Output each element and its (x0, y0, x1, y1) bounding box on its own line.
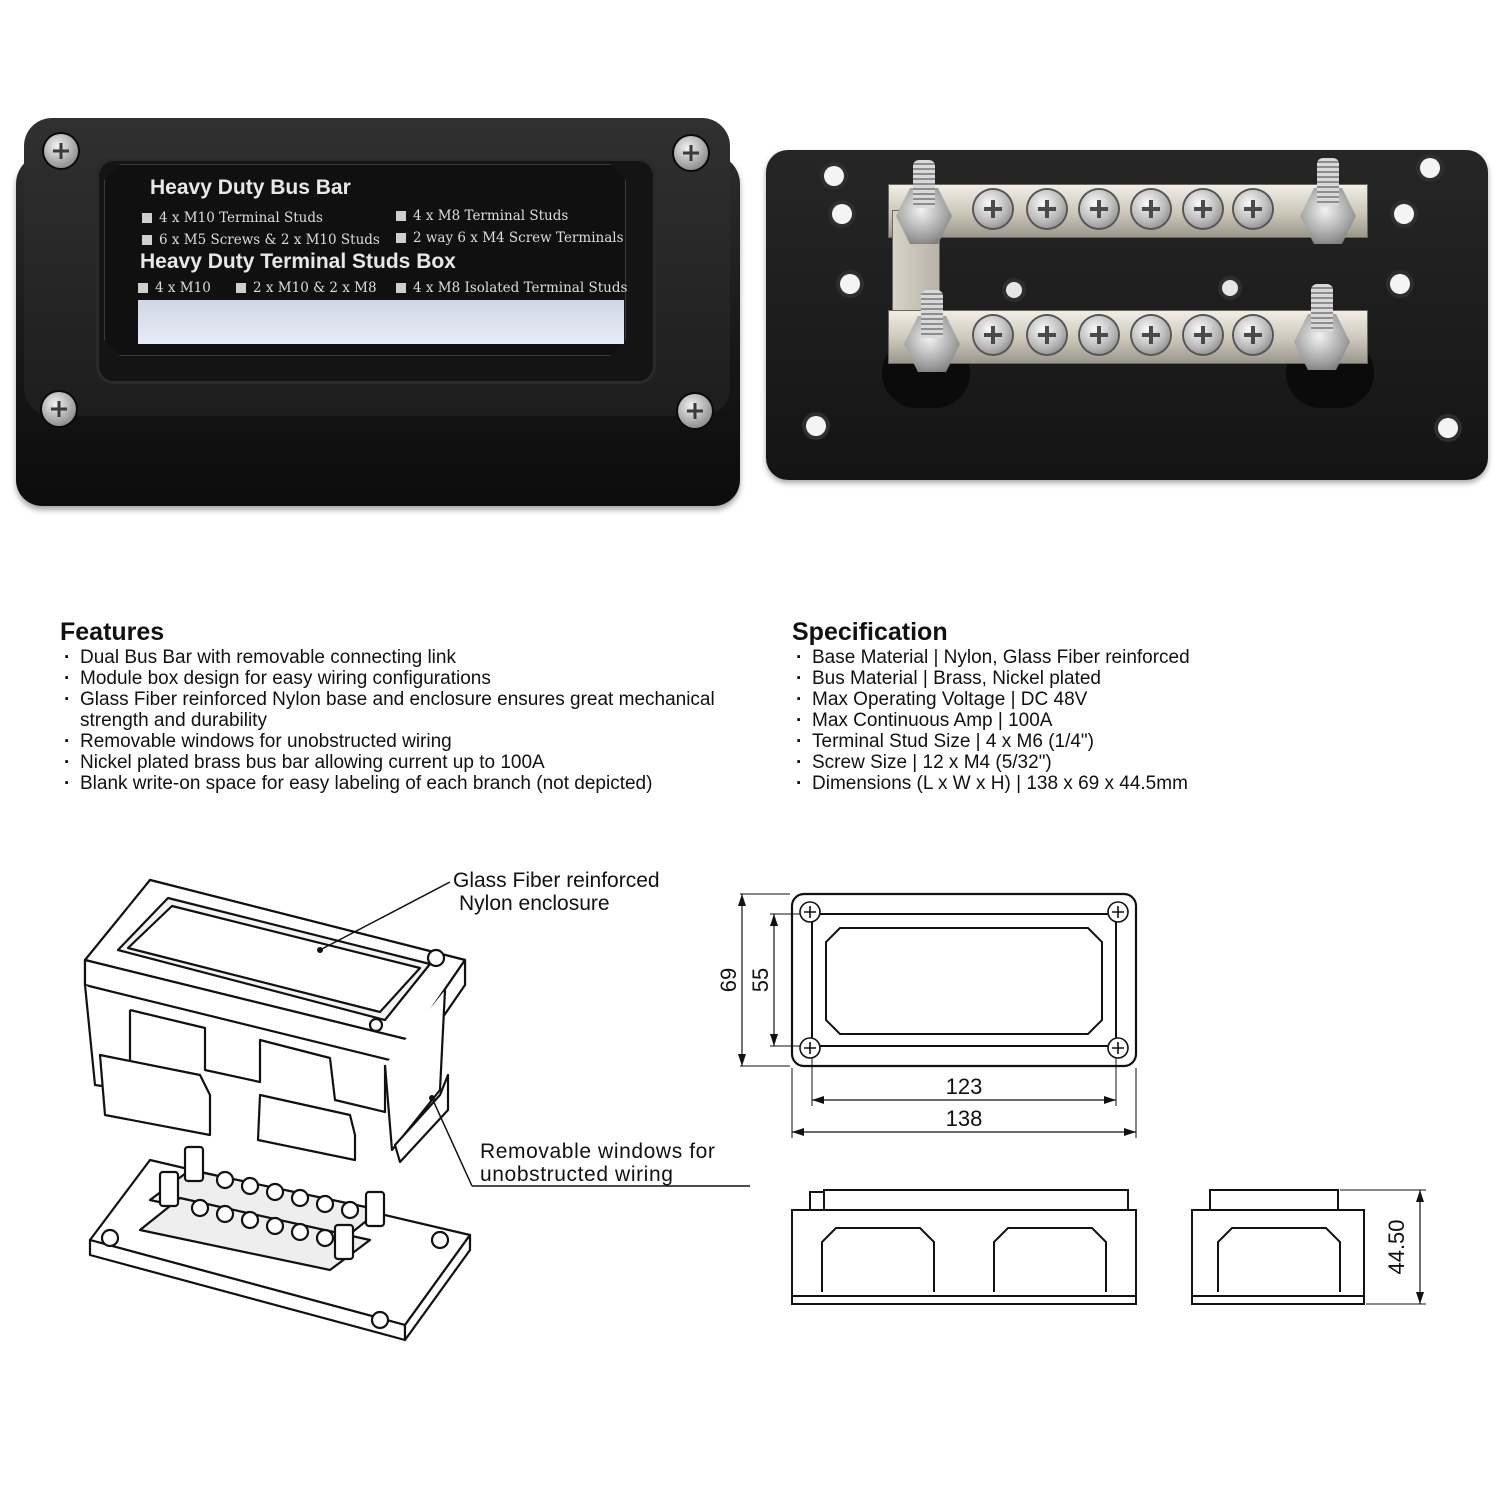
list-item: Terminal Stud Size | 4 x M6 (1/4") (792, 731, 1190, 752)
top-view-dimension-drawing: 69 55 123 138 (716, 892, 1138, 1138)
screw-icon (42, 392, 76, 426)
bus-bar-lower (888, 310, 1368, 364)
dimension-length-inner: 123 (946, 1074, 983, 1099)
label-option: 6 x M5 Screws & 2 x M10 Studs (142, 232, 380, 248)
specification-section: Specification Base Material | Nylon, Gla… (792, 618, 1190, 794)
features-title: Features (60, 618, 165, 646)
terminal-screw-icon (1234, 190, 1272, 228)
terminal-screw-icon (1132, 316, 1170, 354)
side-view-dimension-drawing: 44.50 (791, 1189, 1426, 1305)
list-item: Dimensions (L x W x H) | 138 x 69 x 44.5… (792, 773, 1190, 794)
callout-enclosure-line1: Glass Fiber reinforced (453, 869, 660, 892)
specification-title: Specification (792, 618, 948, 646)
list-item: Blank write-on space for easy labeling o… (60, 773, 715, 794)
checkbox-icon (138, 283, 148, 293)
dimension-height: 44.50 (1384, 1219, 1409, 1274)
terminal-stud (1317, 158, 1339, 206)
terminal-screw-icon (1028, 190, 1066, 228)
label-option: 4 x M8 Isolated Terminal Studs (396, 280, 627, 296)
checkbox-icon (396, 283, 406, 293)
checkbox-icon (142, 235, 152, 245)
specification-list: Base Material | Nylon, Glass Fiber reinf… (792, 647, 1190, 794)
terminal-screw-icon (1184, 316, 1222, 354)
mounting-hole (806, 416, 826, 436)
mounting-hole (832, 204, 852, 224)
dimension-length-outer: 138 (946, 1106, 983, 1131)
closed-enclosure-photo: Heavy Duty Bus Bar 4 x M10 Terminal Stud… (16, 118, 740, 510)
blank-write-on-space (138, 300, 624, 344)
enclosure-lid: Heavy Duty Bus Bar 4 x M10 Terminal Stud… (24, 118, 730, 416)
callout-enclosure-line2: Nylon enclosure (459, 892, 610, 915)
label-option: 4 x M8 Terminal Studs (396, 208, 568, 224)
features-list: Dual Bus Bar with removable connecting l… (60, 647, 715, 794)
screw-icon (674, 136, 708, 170)
exploded-view-drawing: Glass Fiber reinforced Nylon enclosure R… (83, 869, 750, 1342)
terminal-screw-icon (974, 316, 1012, 354)
terminal-stud (913, 160, 935, 208)
screw-icon (44, 134, 78, 168)
mounting-hole (1420, 158, 1440, 178)
callout-windows-line2: unobstructed wiring (480, 1163, 674, 1186)
list-item: Bus Material | Brass, Nickel plated (792, 668, 1190, 689)
screw-icon (678, 394, 712, 428)
list-item: Dual Bus Bar with removable connecting l… (60, 647, 715, 668)
mounting-hole (1390, 274, 1410, 294)
list-item-continued: strength and durability (80, 710, 267, 731)
checkbox-icon (396, 211, 406, 221)
list-item: Max Continuous Amp | 100A (792, 710, 1190, 731)
mounting-hole (1438, 418, 1458, 438)
list-item: Base Material | Nylon, Glass Fiber reinf… (792, 647, 1190, 668)
terminal-screw-icon (974, 190, 1012, 228)
list-item: Module box design for easy wiring config… (60, 668, 715, 689)
checkbox-icon (396, 233, 406, 243)
mounting-hole (824, 166, 844, 186)
bus-bar-upper (888, 184, 1368, 238)
link-screw (1222, 280, 1238, 296)
list-item: Screw Size | 12 x M4 (5/32") (792, 752, 1190, 773)
terminal-screw-icon (1028, 316, 1066, 354)
terminal-stud (921, 290, 943, 338)
terminal-screw-icon (1132, 190, 1170, 228)
mounting-hole (840, 274, 860, 294)
list-item: Glass Fiber reinforced Nylon base and en… (60, 689, 715, 710)
label-heading-studs-box: Heavy Duty Terminal Studs Box (140, 250, 456, 273)
list-item: Nickel plated brass bus bar allowing cur… (60, 752, 715, 773)
checkbox-icon (142, 213, 152, 223)
label-option: 2 x M10 & 2 x M8 (236, 280, 377, 296)
mounting-hole (1394, 204, 1414, 224)
terminal-screw-icon (1080, 316, 1118, 354)
label-heading-bus-bar: Heavy Duty Bus Bar (150, 176, 351, 199)
list-item: Removable windows for unobstructed wirin… (60, 731, 715, 752)
link-screw (1006, 282, 1022, 298)
dimension-width-inner: 55 (748, 968, 773, 992)
terminal-screw-icon (1234, 316, 1272, 354)
features-section: Features Dual Bus Bar with removable con… (60, 618, 715, 794)
label-option: 2 way 6 x M4 Screw Terminals (396, 230, 624, 246)
list-item: Max Operating Voltage | DC 48V (792, 689, 1190, 710)
label-option: 4 x M10 Terminal Studs (142, 210, 323, 226)
terminal-stud (1311, 284, 1333, 332)
dimension-width-outer: 69 (716, 968, 741, 992)
terminal-screw-icon (1080, 190, 1118, 228)
terminal-screw-icon (1184, 190, 1222, 228)
label-option: 4 x M10 (138, 280, 211, 296)
callout-windows-line1: Removable windows for (480, 1140, 716, 1163)
open-base-photo (766, 150, 1488, 485)
checkbox-icon (236, 283, 246, 293)
